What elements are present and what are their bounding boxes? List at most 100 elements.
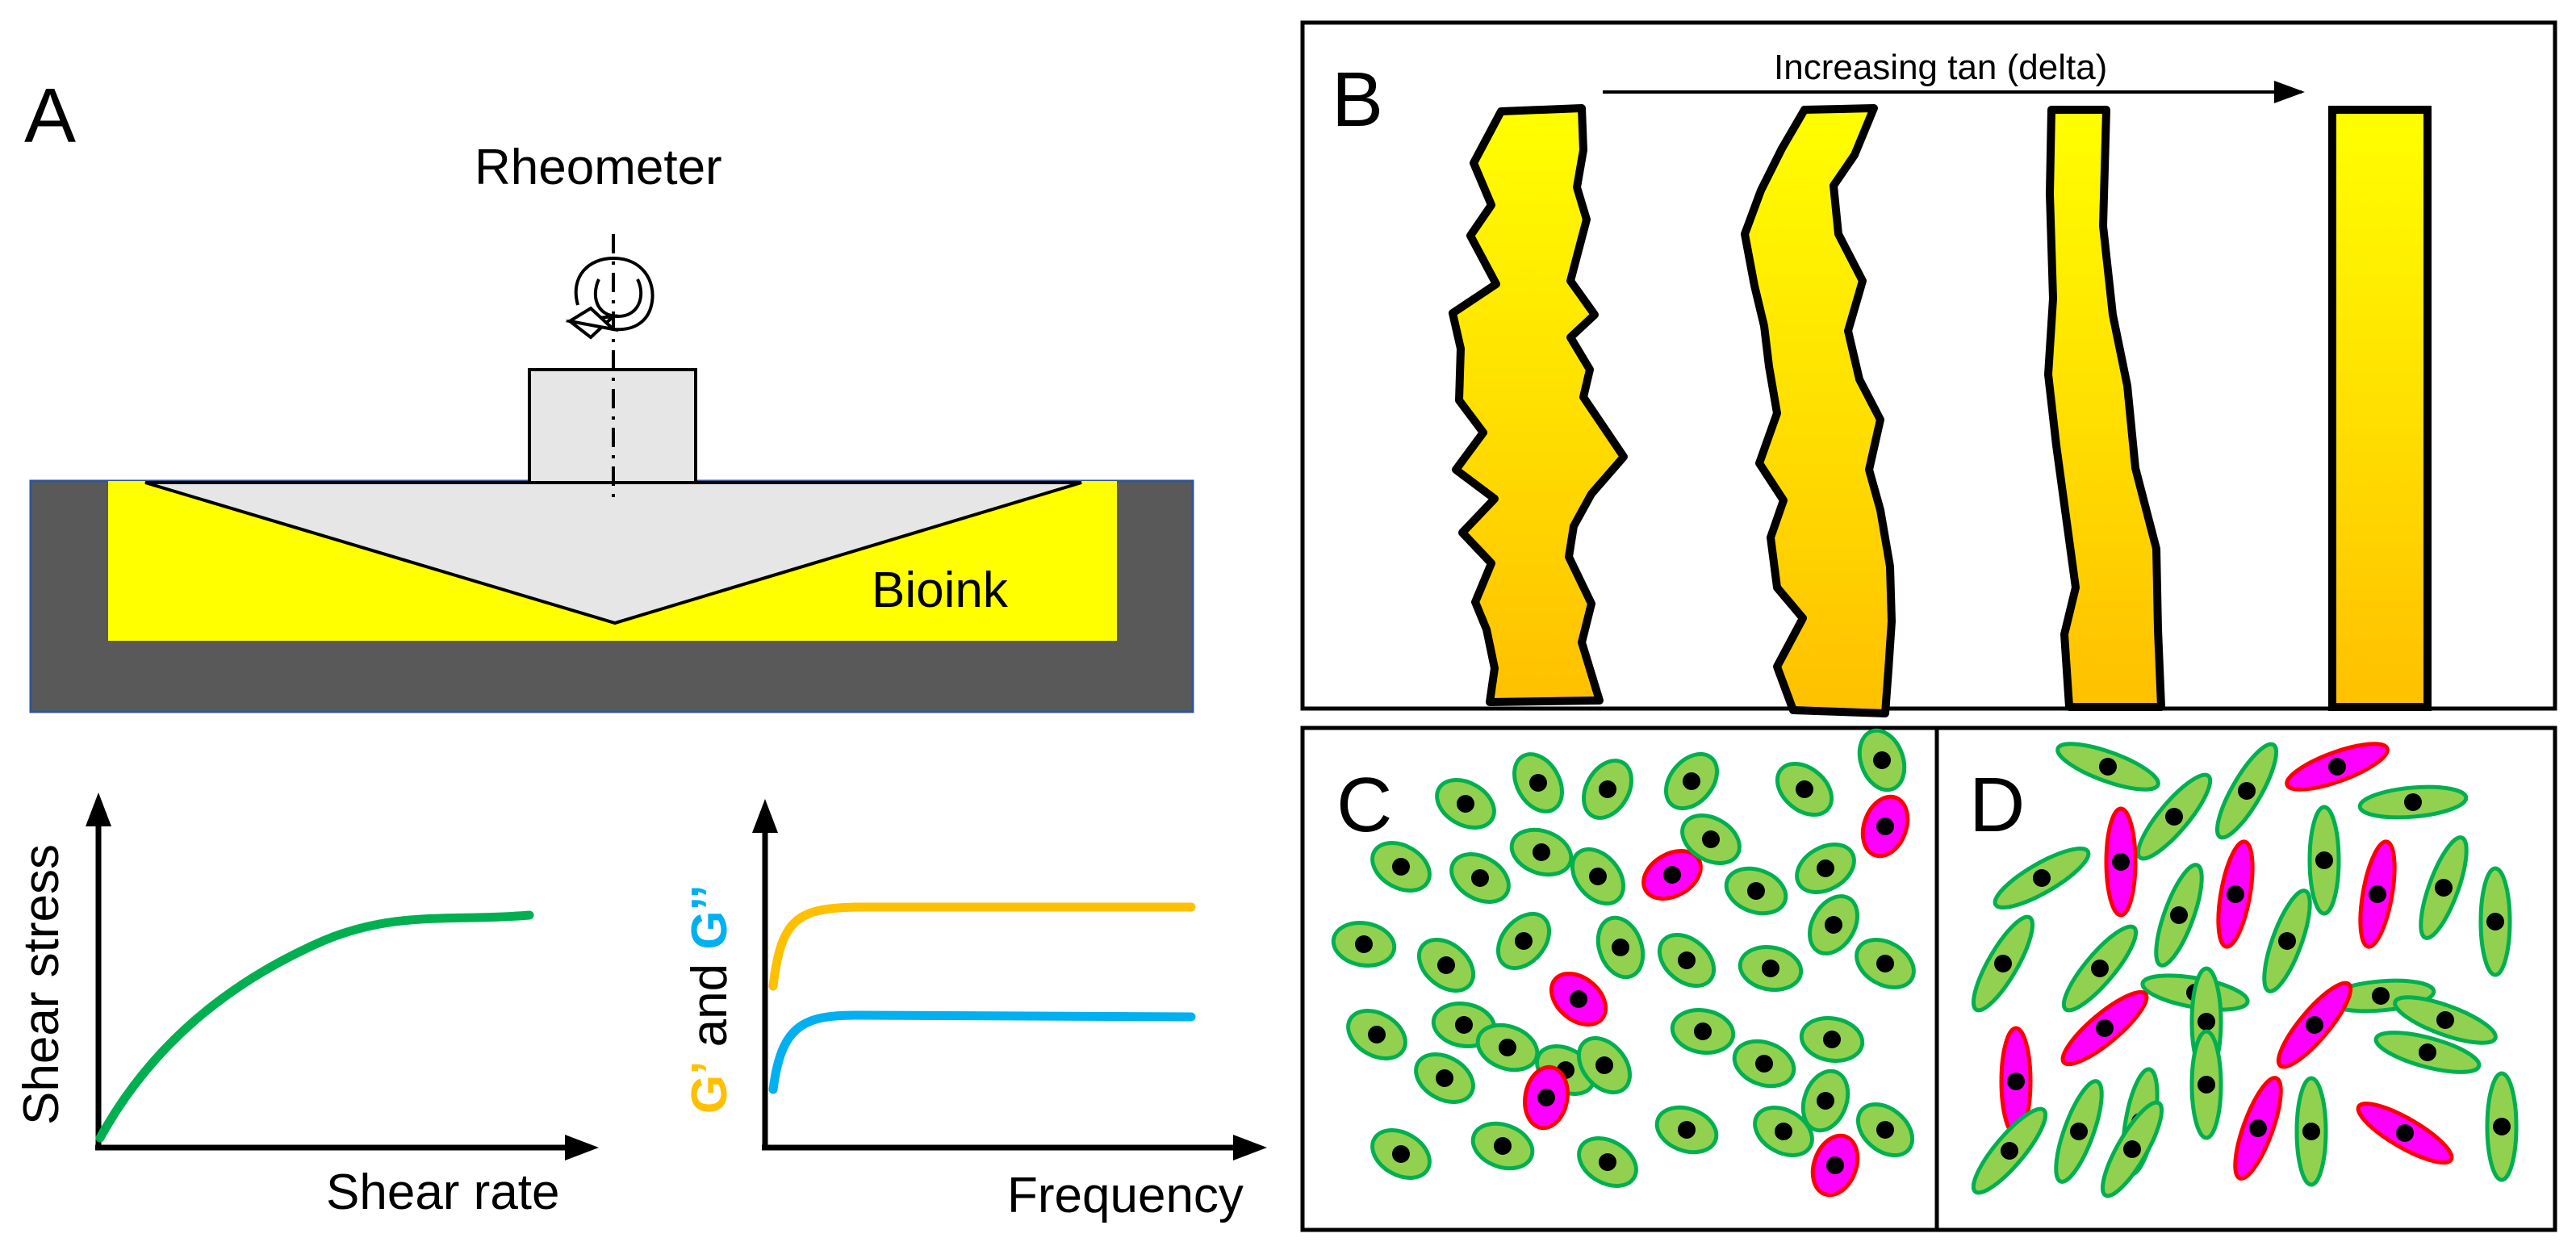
cell-nucleus [1599,780,1616,798]
cell-nucleus [2198,1076,2215,1094]
cell-nucleus [2123,1140,2141,1158]
cell-nucleus [1663,866,1681,884]
cell-nucleus [1595,1056,1613,1074]
cell-nucleus [1494,1137,1512,1155]
cell-nucleus [1392,1145,1410,1163]
cell-nucleus [1796,780,1813,798]
cell-nucleus [2165,808,2183,826]
shear-plot: Shear stress Shear rate [14,792,599,1220]
cell-nucleus [2278,932,2296,950]
cell-nucleus [1755,1055,1773,1073]
cell-nucleus [1515,932,1533,950]
cell-nucleus [1876,818,1894,835]
cell-nucleus [2001,1142,2018,1160]
cell-nucleus [2328,758,2346,776]
cell-nucleus [1570,990,1587,1008]
cell-nucleus [1368,1026,1386,1043]
cell-nucleus [2238,782,2256,800]
cell-nucleus [2099,758,2117,776]
rotation-arrow-icon [565,256,654,340]
cell-nucleus [1817,859,1834,877]
cell-nucleus [2033,869,2051,887]
cells-elongated-group [1971,742,2519,1198]
cell-nucleus [2112,853,2130,871]
panel-letter-a: A [24,73,76,159]
cell-nucleus [2170,906,2188,924]
rheometer-label: Rheometer [475,140,722,195]
g-double-prime-label: G’’ [682,884,738,949]
cell-nucleus [1392,858,1410,876]
cell-nucleus [1589,868,1607,885]
cell-nucleus [2249,1119,2267,1137]
shear-y-arrow-icon [86,792,111,826]
cell-nucleus [2091,960,2109,977]
cell-nucleus [1694,1022,1712,1040]
cell-nucleus [1457,795,1474,813]
cell-nucleus [1762,960,1779,977]
cell-nucleus [1471,869,1489,887]
cell-nucleus [2306,1016,2323,1034]
filament-4 [2328,106,2432,711]
cell-nucleus [2096,1019,2114,1037]
cell-nucleus [1455,1016,1473,1034]
cell-nucleus [2404,793,2422,811]
cell-nucleus [2227,885,2244,903]
cell-nucleus [1437,956,1455,974]
cell-nucleus [2369,885,2386,903]
cell-nucleus [1826,1156,1844,1174]
shear-x-label: Shear rate [326,1165,560,1220]
cell-nucleus [2198,1013,2215,1031]
cell-nucleus [1994,955,2012,972]
cell-nucleus [1747,882,1765,900]
panel-a: A Rheometer Bioink [24,73,1194,713]
cell-nucleus [2486,913,2504,930]
bioink-label: Bioink [872,562,1009,618]
loss-modulus-curve [768,1010,1196,1094]
shear-y-label: Shear stress [14,844,69,1125]
modulus-x-label: Frequency [1007,1168,1244,1223]
modulus-y-arrow-icon [752,799,778,833]
cell-nucleus [1529,774,1547,792]
cell-nucleus [1355,935,1373,953]
panel-b: B Increasing tan (delta) [1300,20,2557,717]
storage-modulus-curve [768,902,1196,991]
cell-nucleus [1823,1031,1841,1048]
and-label: and [682,950,738,1061]
cell-nucleus [2007,1073,2025,1090]
cell-nucleus [1702,830,1720,848]
cell-nucleus [2372,987,2390,1005]
cell-nucleus [2435,879,2453,897]
cell-nucleus [1825,916,1842,934]
tan-delta-arrowhead-icon [2274,81,2305,103]
panel-letter-d: D [1969,762,2025,848]
cell-nucleus [1537,1089,1555,1106]
modulus-x-arrow-icon [1233,1135,1267,1160]
cell-nucleus [1599,1153,1616,1171]
modulus-plot: G’ and G’’ Frequency [682,799,1267,1223]
cell-nucleus [1678,1121,1696,1139]
cell-nucleus [1678,951,1696,969]
panel-cd: C D [1300,726,2557,1232]
panel-letter-b: B [1332,56,1383,143]
cell-nucleus [1436,1069,1453,1087]
shear-curve [95,910,534,1143]
cell-nucleus [1876,955,1894,972]
cell-nucleus [2493,1118,2511,1135]
cell-nucleus [1775,1123,1792,1140]
spindle-shaft [528,368,697,484]
modulus-y-label: G’ and G’’ [682,884,738,1114]
cell-nucleus [1533,843,1550,861]
cell-nucleus [1817,1092,1834,1110]
tan-delta-label: Increasing tan (delta) [1774,48,2107,87]
cell-nucleus [2436,1011,2454,1029]
cell-nucleus [2419,1043,2436,1061]
shear-x-arrow-icon [565,1135,599,1160]
cell-nucleus [1873,751,1891,769]
filament-3 [2044,106,2165,711]
filament-1 [1449,104,1628,706]
cell-nucleus [1499,1039,1516,1056]
cell-nucleus [1876,1121,1894,1139]
cell-nucleus [1612,939,1629,956]
cell-nucleus [2315,851,2333,869]
